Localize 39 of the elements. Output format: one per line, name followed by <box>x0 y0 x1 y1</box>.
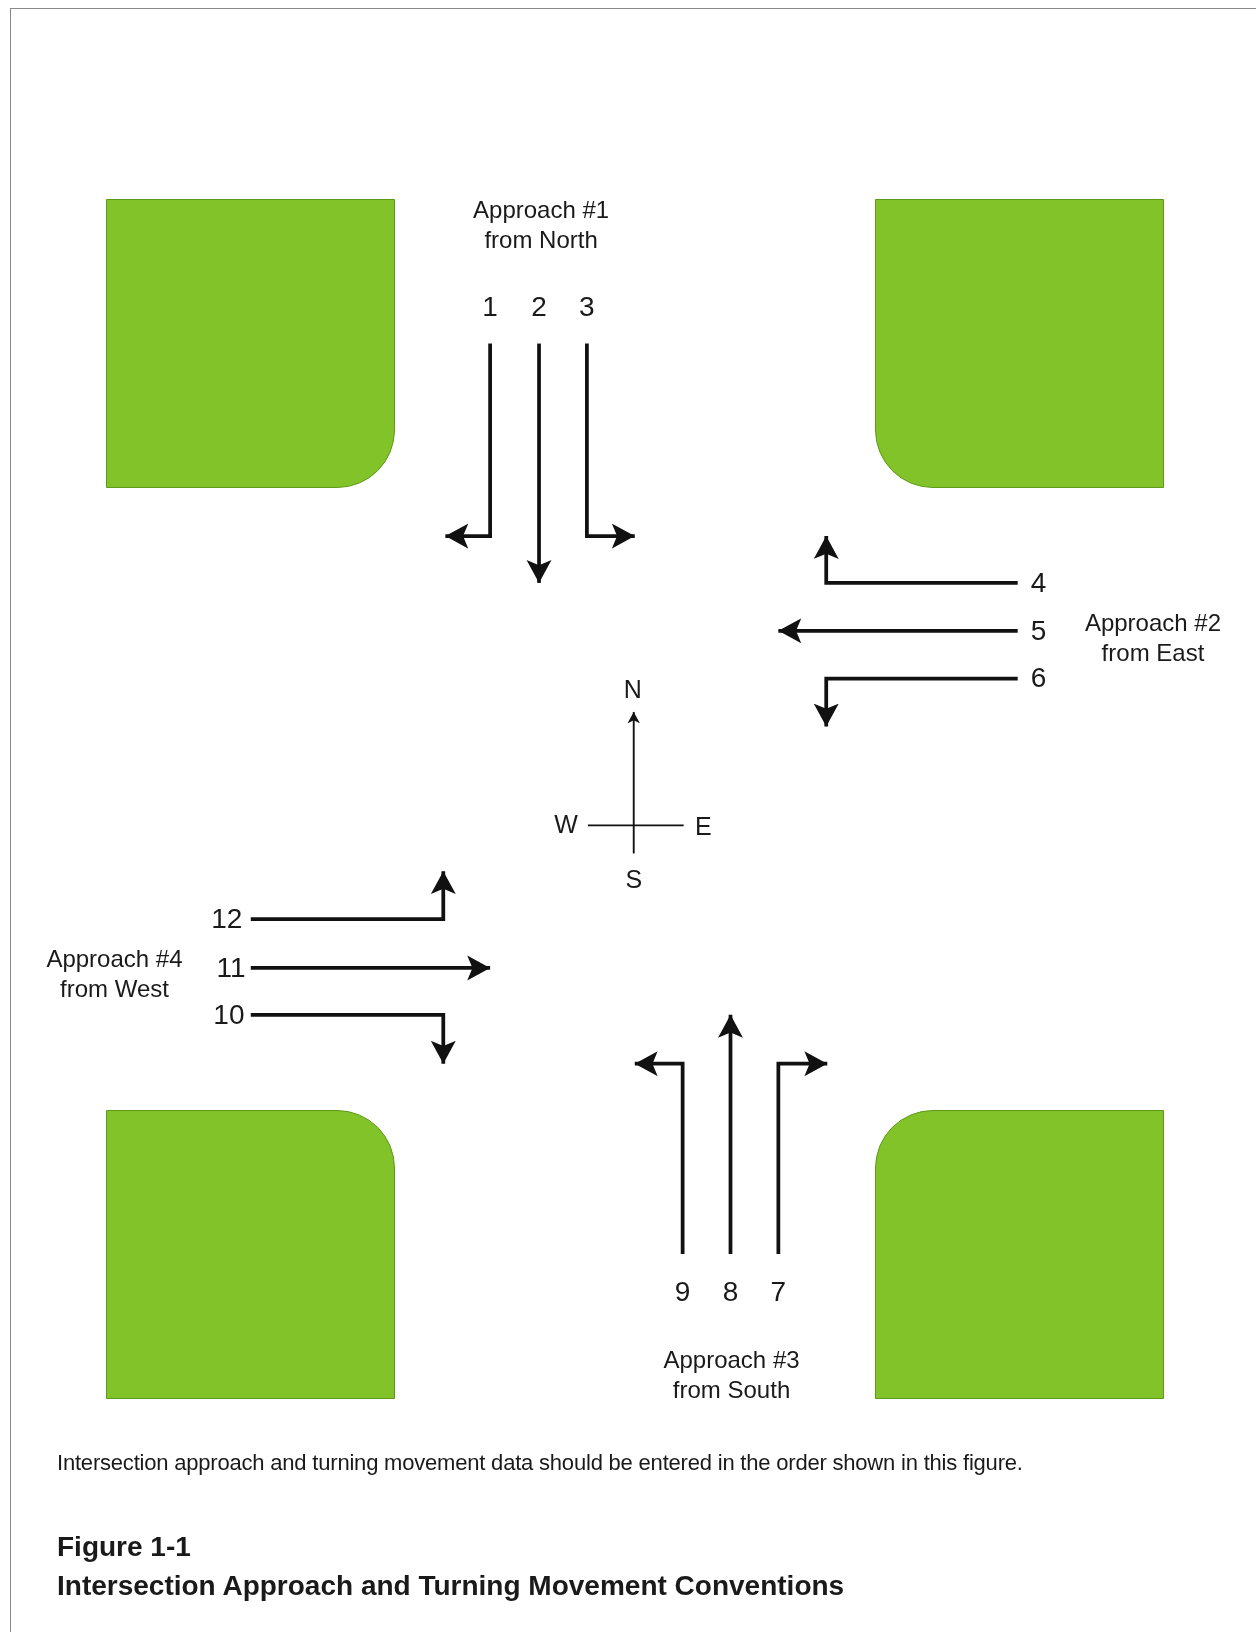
turning-movement-arrow <box>634 1051 685 1255</box>
compass-letter: N <box>623 674 642 706</box>
city-block <box>875 1110 1165 1400</box>
compass-letter: E <box>695 811 712 843</box>
turning-movement-arrow <box>526 343 552 583</box>
movement-number: 10 <box>213 1000 245 1029</box>
movement-number: 7 <box>770 1278 787 1307</box>
city-block <box>106 1110 396 1400</box>
movement-number: 9 <box>674 1278 691 1307</box>
movement-number: 6 <box>1030 664 1047 693</box>
approach-label: Approach #2 from East <box>1083 607 1222 668</box>
movement-number: 2 <box>531 292 547 321</box>
approach-label: Approach #1 from North <box>472 194 611 255</box>
figure-number: Figure 1-1 <box>57 1530 191 1564</box>
figure-title: Intersection Approach and Turning Movement Conventions <box>57 1569 845 1603</box>
compass-letter: W <box>554 809 578 841</box>
turning-movement-arrow <box>813 536 1018 585</box>
movement-number: 3 <box>579 292 595 321</box>
turning-movement-arrow <box>250 871 456 921</box>
movement-number: 4 <box>1030 568 1047 597</box>
turning-movement-arrow <box>445 343 492 549</box>
city-block <box>106 198 396 488</box>
movement-number: 1 <box>482 292 498 321</box>
turning-movement-arrow <box>718 1014 743 1255</box>
compass-letter: S <box>625 864 643 896</box>
approach-label: Approach #3 from South <box>662 1344 801 1405</box>
movement-number: 8 <box>722 1278 739 1307</box>
turning-movement-arrow <box>778 618 1018 644</box>
city-block <box>875 198 1165 488</box>
turning-movement-arrow <box>250 1012 456 1064</box>
turning-movement-arrow <box>250 955 491 981</box>
movement-number: 5 <box>1030 616 1047 645</box>
turning-movement-arrow <box>585 343 635 549</box>
approach-label: Approach #4 from West <box>45 944 184 1004</box>
movement-number: 11 <box>216 953 246 982</box>
caption: Intersection approach and turning movement data should be entered in the order shown in this figure. <box>57 1449 1023 1477</box>
turning-movement-arrow <box>813 676 1018 727</box>
turning-movement-arrow <box>776 1051 828 1255</box>
movement-number: 12 <box>211 904 243 933</box>
